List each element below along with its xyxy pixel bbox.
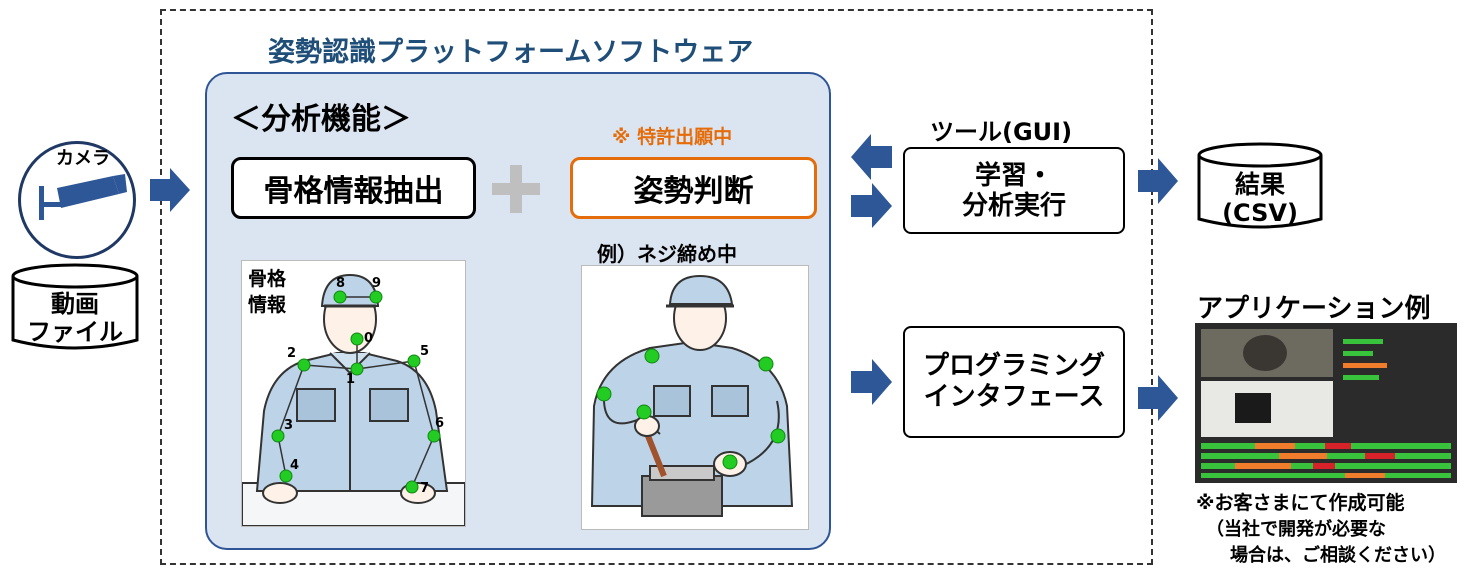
patent-note: ※ 特許出願中	[612, 126, 733, 148]
platform-title: 姿勢認識プラットフォームソフトウェア	[268, 37, 754, 68]
app-note-line2: （当社で開発が必要な	[1206, 519, 1386, 540]
programming-interface-box: プログラミング インタフェース	[903, 326, 1125, 438]
tool-line1: 学習・	[974, 160, 1053, 191]
app-note-line1: ※お客さまにて作成可能	[1196, 492, 1405, 514]
keypoint-label: 4	[290, 458, 299, 473]
arrow-tool-to-analysis	[851, 134, 892, 180]
platform-frame	[160, 9, 1153, 565]
video-file-cylinder: 動画 ファイル	[11, 263, 139, 350]
tool-heading: ツール(GUI)	[930, 118, 1073, 146]
keypoint-label: 1	[346, 372, 355, 387]
keypoint-label: 2	[287, 346, 296, 361]
skeleton-extraction-box: 骨格情報抽出	[231, 157, 476, 219]
arrow-camera-to-analysis	[150, 168, 190, 212]
worker-skeleton-figure: 8 9 0 1 2 5 3 6 4 7 骨格 情報	[242, 267, 465, 526]
keypoint-label: 9	[372, 276, 381, 291]
worker-screwing-figure	[590, 274, 794, 517]
result-csv-cylinder: 結果 (CSV)	[1197, 142, 1323, 229]
keypoint-label: 5	[420, 344, 429, 359]
plus-icon-vertical	[510, 165, 522, 213]
arrow-programming-to-app	[1138, 375, 1178, 421]
keypoint-label: 7	[420, 481, 429, 496]
skeleton-caption: 情報	[248, 293, 287, 316]
keypoint-label: 0	[364, 331, 373, 346]
keypoint-label: 3	[284, 418, 293, 433]
skeleton-illustration: 8 9 0 1 2 5 3 6 4 7 骨格 情報	[241, 260, 466, 527]
result-line2: (CSV)	[1222, 199, 1298, 227]
tool-line2: 分析実行	[961, 190, 1066, 221]
posture-judgment-box: 姿勢判断	[570, 157, 817, 219]
screw-tightening-illustration	[581, 265, 809, 530]
arrow-tool-to-result	[1138, 158, 1178, 204]
app-example-title: アプリケーション例	[1197, 294, 1431, 324]
result-line1: 結果	[1235, 170, 1285, 199]
video-file-line1: 動画	[51, 290, 99, 318]
app-note-line3: 場合は、ご相談ください）	[1230, 545, 1446, 566]
camera-label: カメラ	[56, 148, 110, 169]
programming-line2: インタフェース	[923, 382, 1105, 412]
app-screenshot	[1195, 323, 1457, 483]
skeleton-caption: 骨格	[248, 267, 287, 290]
example-label: 例）ネジ締め中	[597, 242, 737, 266]
app-screenshot-image	[1195, 323, 1457, 483]
arrow-to-tool	[851, 183, 892, 228]
keypoint-label: 8	[336, 276, 345, 291]
keypoint-label: 6	[435, 416, 444, 431]
analysis-title: ＜分析機能＞	[231, 102, 411, 137]
camera-circle	[18, 141, 136, 259]
arrow-to-programming	[851, 359, 892, 405]
programming-line1: プログラミング	[922, 351, 1105, 381]
video-file-line2: ファイル	[27, 318, 123, 346]
tool-box: 学習・ 分析実行	[903, 147, 1125, 234]
camera-icon	[39, 174, 127, 220]
